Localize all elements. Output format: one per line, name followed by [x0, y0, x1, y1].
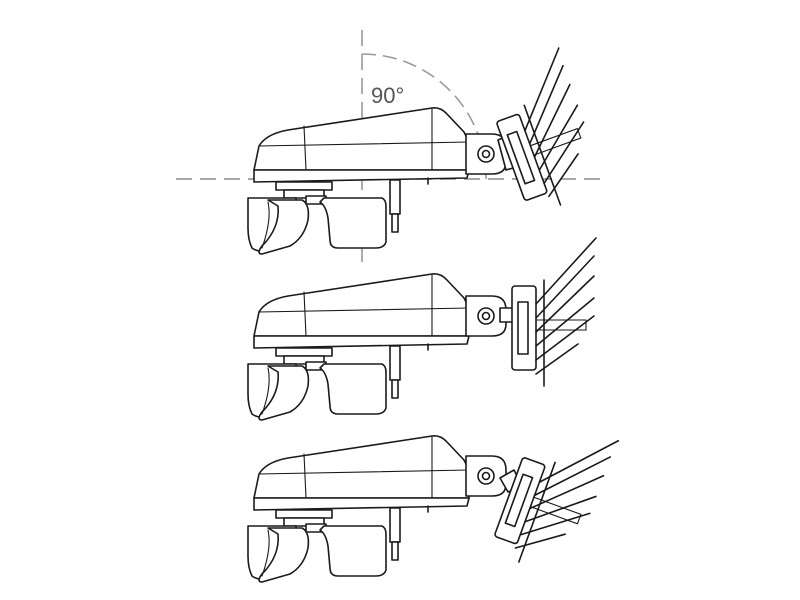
wall-mount-bracket — [487, 411, 620, 581]
floodlight-body — [247, 273, 470, 421]
floodlight-body — [247, 435, 470, 583]
view-tilted-down — [247, 411, 620, 583]
floodlight-body — [247, 107, 470, 255]
view-horizontal — [247, 237, 597, 421]
angle-label: 90° — [371, 83, 404, 108]
view-tilted-up: 90° — [176, 30, 611, 262]
wall-mount-bracket — [479, 47, 611, 217]
hinge-joint — [465, 455, 507, 497]
wall-mount-bracket — [511, 237, 597, 387]
